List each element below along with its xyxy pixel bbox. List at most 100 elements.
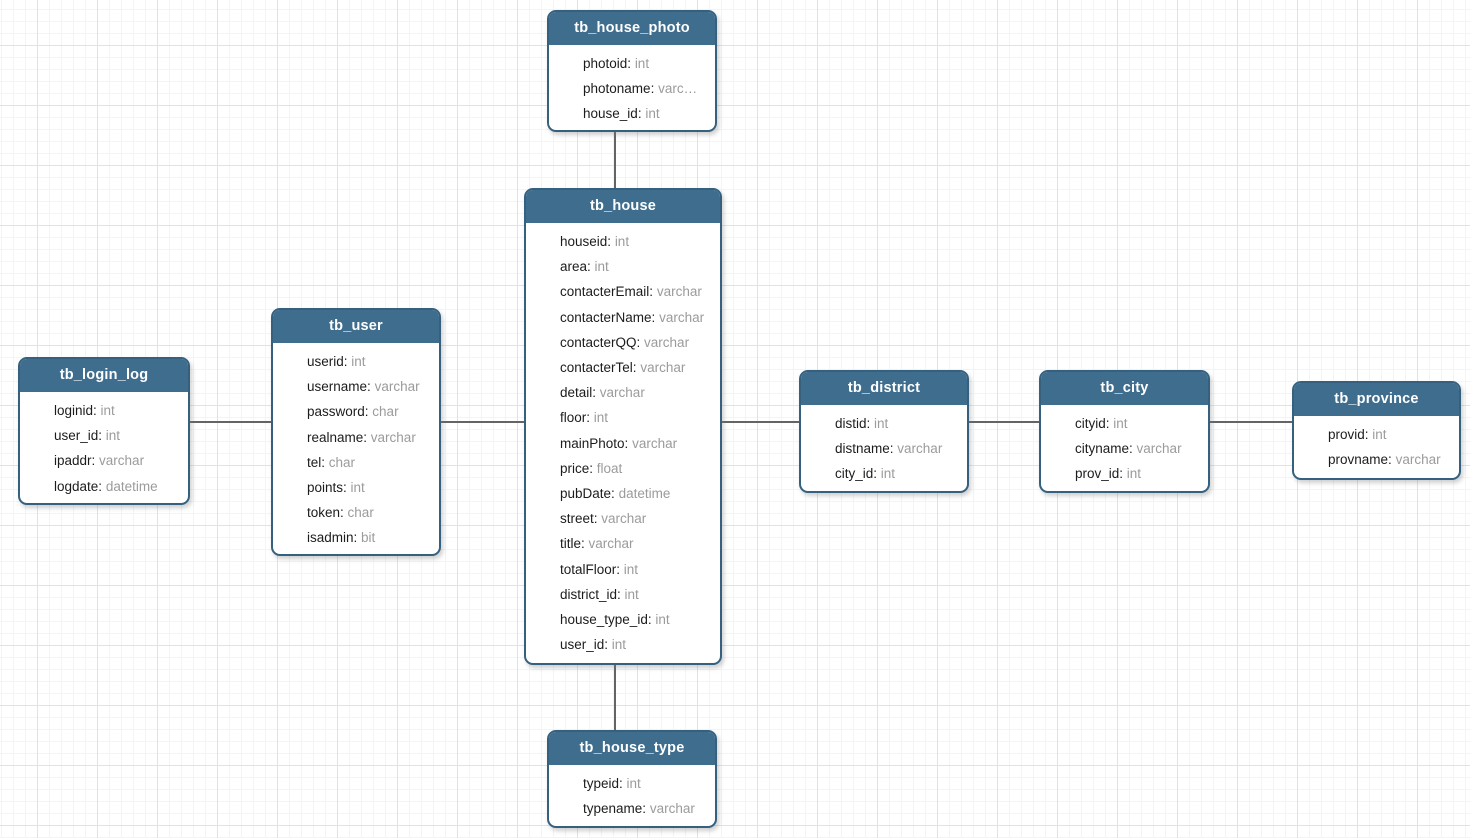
table-header-tb_city[interactable]: tb_city [1041, 372, 1208, 405]
field-row-house_type_id[interactable]: house_type_id: int [526, 607, 720, 632]
field-type: varchar [644, 334, 690, 350]
field-separator: : [343, 354, 352, 370]
field-row-loginid[interactable]: loginid: int [20, 398, 188, 423]
field-row-ipaddr[interactable]: ipaddr: varchar [20, 448, 188, 473]
field-row-house_id[interactable]: house_id: int [549, 101, 715, 126]
field-name: distname [835, 441, 890, 457]
field-separator: : [98, 428, 106, 444]
field-separator: : [98, 478, 106, 494]
field-row-houseid[interactable]: houseid: int [526, 229, 720, 254]
field-row-detail[interactable]: detail: varchar [526, 380, 720, 405]
field-row-typeid[interactable]: typeid: int [549, 771, 715, 796]
field-row-floor[interactable]: floor: int [526, 405, 720, 430]
field-name: tel [307, 454, 322, 470]
field-row-logdate[interactable]: logdate: datetime [20, 474, 188, 499]
field-name: photoname [583, 81, 651, 97]
field-row-realname[interactable]: realname: varchar [273, 425, 439, 450]
field-name: user_id [560, 637, 605, 653]
field-row-typename[interactable]: typename: varchar [549, 796, 715, 821]
field-row-cityid[interactable]: cityid: int [1041, 411, 1208, 436]
field-name: prov_id [1075, 466, 1120, 482]
field-row-photoname[interactable]: photoname: varc… [549, 76, 715, 101]
field-row-token[interactable]: token: char [273, 500, 439, 525]
field-separator: : [1364, 427, 1373, 443]
table-header-tb_district[interactable]: tb_district [801, 372, 967, 405]
field-name: house_id [583, 106, 638, 122]
field-row-contacterTel[interactable]: contacterTel: varchar [526, 355, 720, 380]
relationship-connector-tb_house-tb_house_type[interactable] [614, 664, 616, 731]
field-row-contacterEmail[interactable]: contacterEmail: varchar [526, 279, 720, 304]
field-type: varchar [370, 429, 416, 445]
relationship-connector-tb_user-tb_house[interactable] [440, 421, 525, 423]
field-type: varchar [632, 435, 678, 451]
field-row-street[interactable]: street: varchar [526, 506, 720, 531]
relationship-connector-tb_login_log-tb_user[interactable] [190, 421, 272, 423]
field-row-tel[interactable]: tel: char [273, 450, 439, 475]
table-header-tb_house_type[interactable]: tb_house_type [549, 732, 715, 765]
field-name: token [307, 505, 341, 521]
field-row-contacterName[interactable]: contacterName: varchar [526, 305, 720, 330]
field-name: typeid [583, 776, 620, 792]
field-row-cityname[interactable]: cityname: varchar [1041, 436, 1208, 461]
field-row-city_id[interactable]: city_id: int [801, 461, 967, 486]
field-name: loginid [54, 403, 94, 419]
field-separator: : [321, 454, 329, 470]
field-separator: : [651, 309, 660, 325]
relationship-connector-tb_house-tb_district[interactable] [721, 421, 800, 423]
field-row-district_id[interactable]: district_id: int [526, 582, 720, 607]
field-type: datetime [618, 485, 671, 501]
field-row-username[interactable]: username: varchar [273, 374, 439, 399]
field-row-prov_id[interactable]: prov_id: int [1041, 461, 1208, 486]
field-row-contacterQQ[interactable]: contacterQQ: varchar [526, 330, 720, 355]
table-header-tb_user[interactable]: tb_user [273, 310, 439, 343]
field-row-userid[interactable]: userid: int [273, 349, 439, 374]
table-header-tb_house_photo[interactable]: tb_house_photo [549, 12, 715, 45]
field-name: house_type_id [560, 611, 648, 627]
field-type: bit [361, 530, 376, 546]
field-row-totalFloor[interactable]: totalFloor: int [526, 556, 720, 581]
field-row-password[interactable]: password: char [273, 399, 439, 424]
field-separator: : [93, 403, 101, 419]
field-separator: : [873, 466, 881, 482]
field-row-isadmin[interactable]: isadmin: bit [273, 525, 439, 550]
field-separator: : [592, 385, 600, 401]
field-row-points[interactable]: points: int [273, 475, 439, 500]
field-row-title[interactable]: title: varchar [526, 531, 720, 556]
field-row-distname[interactable]: distname: varchar [801, 436, 967, 461]
field-type: varchar [588, 536, 634, 552]
table-header-tb_house[interactable]: tb_house [526, 190, 720, 223]
field-row-pubDate[interactable]: pubDate: datetime [526, 481, 720, 506]
field-separator: : [611, 485, 619, 501]
field-name: cityid [1075, 416, 1106, 432]
field-row-price[interactable]: price: float [526, 456, 720, 481]
field-row-user_id[interactable]: user_id: int [526, 632, 720, 657]
field-type: varchar [601, 511, 647, 527]
field-row-distid[interactable]: distid: int [801, 411, 967, 436]
field-row-mainPhoto[interactable]: mainPhoto: varchar [526, 431, 720, 456]
relationship-connector-tb_house_photo-tb_house[interactable] [614, 131, 616, 189]
field-row-provid[interactable]: provid: int [1294, 422, 1459, 447]
field-row-provname[interactable]: provname: varchar [1294, 447, 1459, 472]
table-header-tb_province[interactable]: tb_province [1294, 383, 1459, 416]
field-row-photoid[interactable]: photoid: int [549, 51, 715, 76]
field-separator: : [616, 561, 624, 577]
field-name: contacterEmail [560, 284, 650, 300]
field-row-area[interactable]: area: int [526, 254, 720, 279]
field-name: district_id [560, 586, 618, 602]
field-row-user_id[interactable]: user_id: int [20, 423, 188, 448]
relationship-connector-tb_city-tb_province[interactable] [1209, 421, 1293, 423]
table-header-tb_login_log[interactable]: tb_login_log [20, 359, 188, 392]
relationship-connector-tb_district-tb_city[interactable] [968, 421, 1040, 423]
